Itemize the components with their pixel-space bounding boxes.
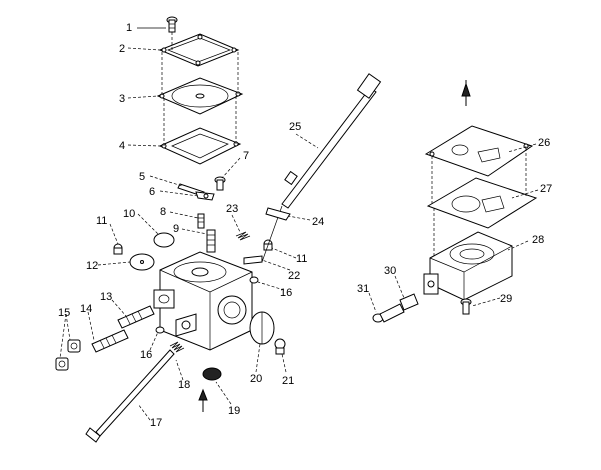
callout-27: 27 [540, 183, 552, 195]
spring-part-23 [235, 231, 251, 241]
o-ring-part-16-lower [155, 326, 165, 334]
callout-28: 28 [532, 234, 544, 246]
pump-diaphragm-part-27 [426, 177, 538, 229]
gasket-part-4 [158, 127, 242, 165]
adjusting-screw-part-13 [117, 305, 155, 329]
callout-26: 26 [538, 137, 550, 149]
pump-gasket-part-26 [424, 125, 534, 177]
screw-part-11-right [263, 239, 273, 251]
callout-22: 22 [288, 270, 300, 282]
inlet-needle-part-8 [197, 213, 205, 229]
welch-plug-part-10 [153, 232, 175, 248]
callout-7: 7 [243, 150, 249, 162]
choke-shaft-part-17 [85, 349, 175, 443]
callout-25: 25 [289, 121, 301, 133]
spring-part-18 [169, 341, 185, 353]
callout-12: 12 [86, 260, 98, 272]
o-ring-part-16-right [249, 276, 259, 284]
callout-16-lower: 16 [140, 349, 152, 361]
callout-13: 13 [100, 291, 112, 303]
limiter-caps-part-15 [55, 339, 81, 371]
callout-11-right: 11 [296, 253, 307, 265]
callout-18: 18 [178, 379, 190, 391]
screw-part-21 [274, 338, 286, 355]
screw-part-29 [460, 298, 472, 315]
callout-16-right: 16 [280, 287, 292, 299]
spring-part-9 [206, 229, 216, 253]
callout-23: 23 [226, 203, 238, 215]
callout-29: 29 [500, 293, 512, 305]
callout-14: 14 [80, 303, 92, 315]
callout-15: 15 [58, 307, 70, 319]
throttle-disc-part-12 [129, 253, 155, 271]
screw-part-1 [166, 16, 178, 33]
callout-5: 5 [139, 171, 145, 183]
gasket-part-2 [158, 33, 240, 67]
screw-part-7 [214, 176, 226, 191]
callout-31: 31 [357, 283, 369, 295]
pump-body-part-28 [423, 231, 513, 301]
callout-20: 20 [250, 373, 262, 385]
callout-30: 30 [384, 265, 396, 277]
callout-6: 6 [149, 186, 155, 198]
callout-9: 9 [173, 223, 179, 235]
callout-21: 21 [282, 375, 294, 387]
callout-2: 2 [119, 43, 125, 55]
callout-3: 3 [119, 93, 125, 105]
callout-24: 24 [312, 216, 324, 228]
callout-11-left: 11 [96, 215, 107, 227]
leader-lines [59, 27, 539, 421]
screw-part-11-left [113, 243, 123, 255]
flow-arrow-upper-head [461, 82, 471, 97]
screw-part-31 [372, 303, 405, 323]
throttle-shaft-part-25 [281, 73, 382, 209]
filter-screen-part-19 [202, 367, 222, 381]
callout-8: 8 [160, 206, 166, 218]
diaphragm-part-3 [156, 77, 244, 115]
callout-labels: 1 2 3 4 5 6 7 8 9 10 11 12 13 14 15 16 1… [58, 22, 552, 429]
clip-part-22 [243, 255, 263, 265]
lever-pin-part-6 [195, 191, 215, 201]
throttle-plate-part-20 [249, 311, 275, 345]
carburetor-body [153, 251, 253, 351]
adjusting-screw-part-14 [91, 329, 129, 353]
callout-4: 4 [119, 140, 125, 152]
flow-arrow-lower-head [198, 388, 208, 401]
nipple-part-30 [399, 293, 419, 311]
callout-19: 19 [228, 405, 240, 417]
callout-1: 1 [126, 22, 132, 34]
callout-17: 17 [150, 417, 162, 429]
callout-10: 10 [123, 208, 135, 220]
lever-part-24 [265, 207, 291, 221]
